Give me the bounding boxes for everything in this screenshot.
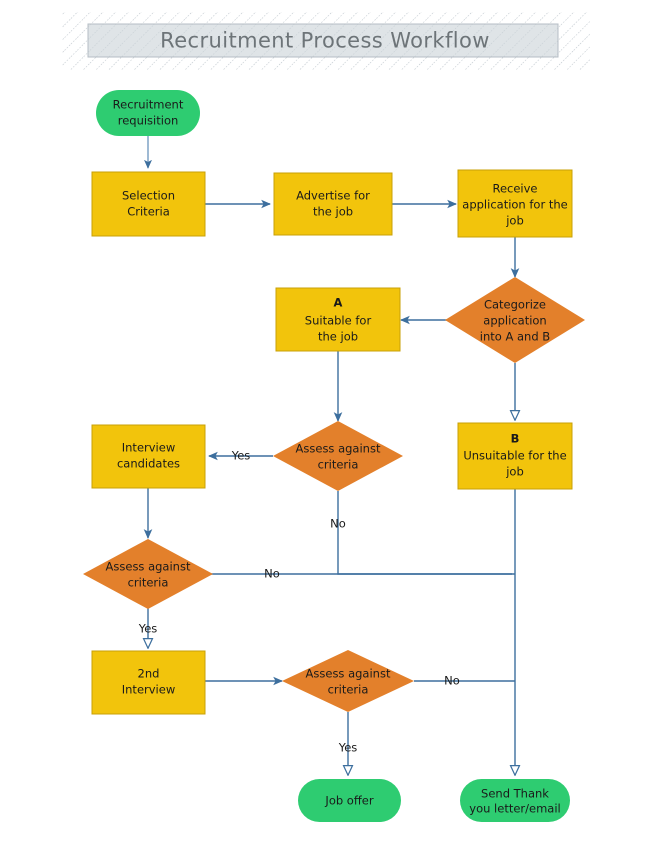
node-label-line-1: A — [334, 296, 343, 310]
node-label-line-1: Receive — [492, 182, 537, 196]
node-label-line-1: 2nd — [138, 667, 160, 681]
node-advertise-for-the-job[interactable]: Advertise for the job — [273, 172, 393, 236]
node-shape-decision[interactable] — [273, 421, 403, 491]
node-label-line-1: Assess against — [106, 560, 191, 574]
node-label-line-2: criteria — [128, 576, 169, 590]
node-label-line-1: Interview — [122, 441, 175, 455]
node-label-line-1: B — [511, 432, 520, 446]
node-label-line-1: Advertise for — [296, 189, 370, 203]
node-label-line-1: Assess against — [306, 667, 391, 681]
title-banner: Recruitment Process Workflow — [62, 12, 590, 70]
edge-labels: Yes No No Yes No Yes — [138, 449, 460, 755]
node-shape-process[interactable] — [457, 169, 573, 238]
node-label-line-2: Interview — [122, 683, 175, 697]
node-shape-decision[interactable] — [282, 650, 414, 712]
page-title: Recruitment Process Workflow — [160, 29, 490, 53]
edge-label-assess2-no: No — [264, 567, 280, 581]
node-label-line-2: you letter/email — [469, 802, 560, 816]
node-shape-process[interactable] — [273, 172, 393, 236]
node-suitable-for-the-job[interactable]: A Suitable for the job — [275, 287, 401, 352]
node-shape-process[interactable] — [91, 171, 206, 237]
node-label-line-2: the job — [313, 205, 353, 219]
node-label-line-3: job — [505, 214, 524, 228]
node-label-line-2: requisition — [118, 114, 179, 128]
node-label-line-3: job — [505, 465, 524, 479]
node-label-line-3: the job — [318, 330, 358, 344]
node-shape-process[interactable] — [457, 422, 573, 490]
node-label-line-1: Assess against — [296, 442, 381, 456]
node-recruitment-requisition[interactable]: Recruitment requisition — [96, 90, 200, 136]
node-label-line-2: criteria — [328, 683, 369, 697]
node-label-line-2: application — [483, 314, 546, 328]
node-label-line-1: Job offer — [324, 794, 373, 808]
node-unsuitable-for-the-job[interactable]: B Unsuitable for the job — [457, 422, 573, 490]
edge-label-assess1-no: No — [330, 517, 346, 531]
node-2nd-interview[interactable]: 2nd Interview — [91, 650, 206, 715]
edge-label-assess3-yes: Yes — [338, 741, 358, 755]
node-label-line-3: into A and B — [480, 330, 550, 344]
node-label-line-1: Selection — [122, 189, 175, 203]
node-label-line-1: Send Thank — [481, 787, 549, 801]
node-shape-decision[interactable] — [445, 277, 585, 363]
edge-label-assess2-yes: Yes — [138, 622, 158, 636]
edge-label-assess1-yes: Yes — [231, 449, 251, 463]
node-assess-against-criteria-1[interactable]: Assess against criteria — [273, 421, 403, 491]
node-assess-against-criteria-2[interactable]: Assess against criteria — [83, 539, 213, 609]
node-interview-candidates[interactable]: Interview candidates — [91, 424, 206, 489]
edge-label-assess3-no: No — [444, 674, 460, 688]
node-send-thank-you[interactable]: Send Thank you letter/email — [460, 779, 570, 822]
node-job-offer[interactable]: Job offer — [298, 779, 401, 822]
node-label-line-1: Recruitment — [113, 98, 184, 112]
node-shape-terminal[interactable] — [298, 779, 401, 822]
node-receive-application[interactable]: Receive application for the job — [457, 169, 573, 238]
node-label-line-2: Criteria — [127, 205, 170, 219]
edge-assess1-no-to-trunk — [337, 491, 512, 575]
node-shape-process[interactable] — [275, 287, 401, 352]
node-label-line-2: application for the — [462, 198, 567, 212]
node-selection-criteria[interactable]: Selection Criteria — [91, 171, 206, 237]
node-shape-terminal[interactable] — [460, 779, 570, 822]
node-shape-process[interactable] — [91, 424, 206, 489]
node-shape-terminal[interactable] — [96, 90, 200, 136]
node-categorize-application[interactable]: Categorize application into A and B — [445, 277, 585, 363]
node-label-line-1: Categorize — [484, 298, 546, 312]
node-label-line-2: criteria — [318, 458, 359, 472]
node-label-line-2: Suitable for — [305, 314, 372, 328]
connectors — [148, 136, 515, 775]
node-assess-against-criteria-3[interactable]: Assess against criteria — [282, 650, 414, 712]
banner-plate — [87, 23, 559, 58]
node-shape-process[interactable] — [91, 650, 206, 715]
node-label-line-2: candidates — [117, 457, 180, 471]
node-label-line-2: Unsuitable for the — [463, 449, 566, 463]
node-shape-decision[interactable] — [83, 539, 213, 609]
